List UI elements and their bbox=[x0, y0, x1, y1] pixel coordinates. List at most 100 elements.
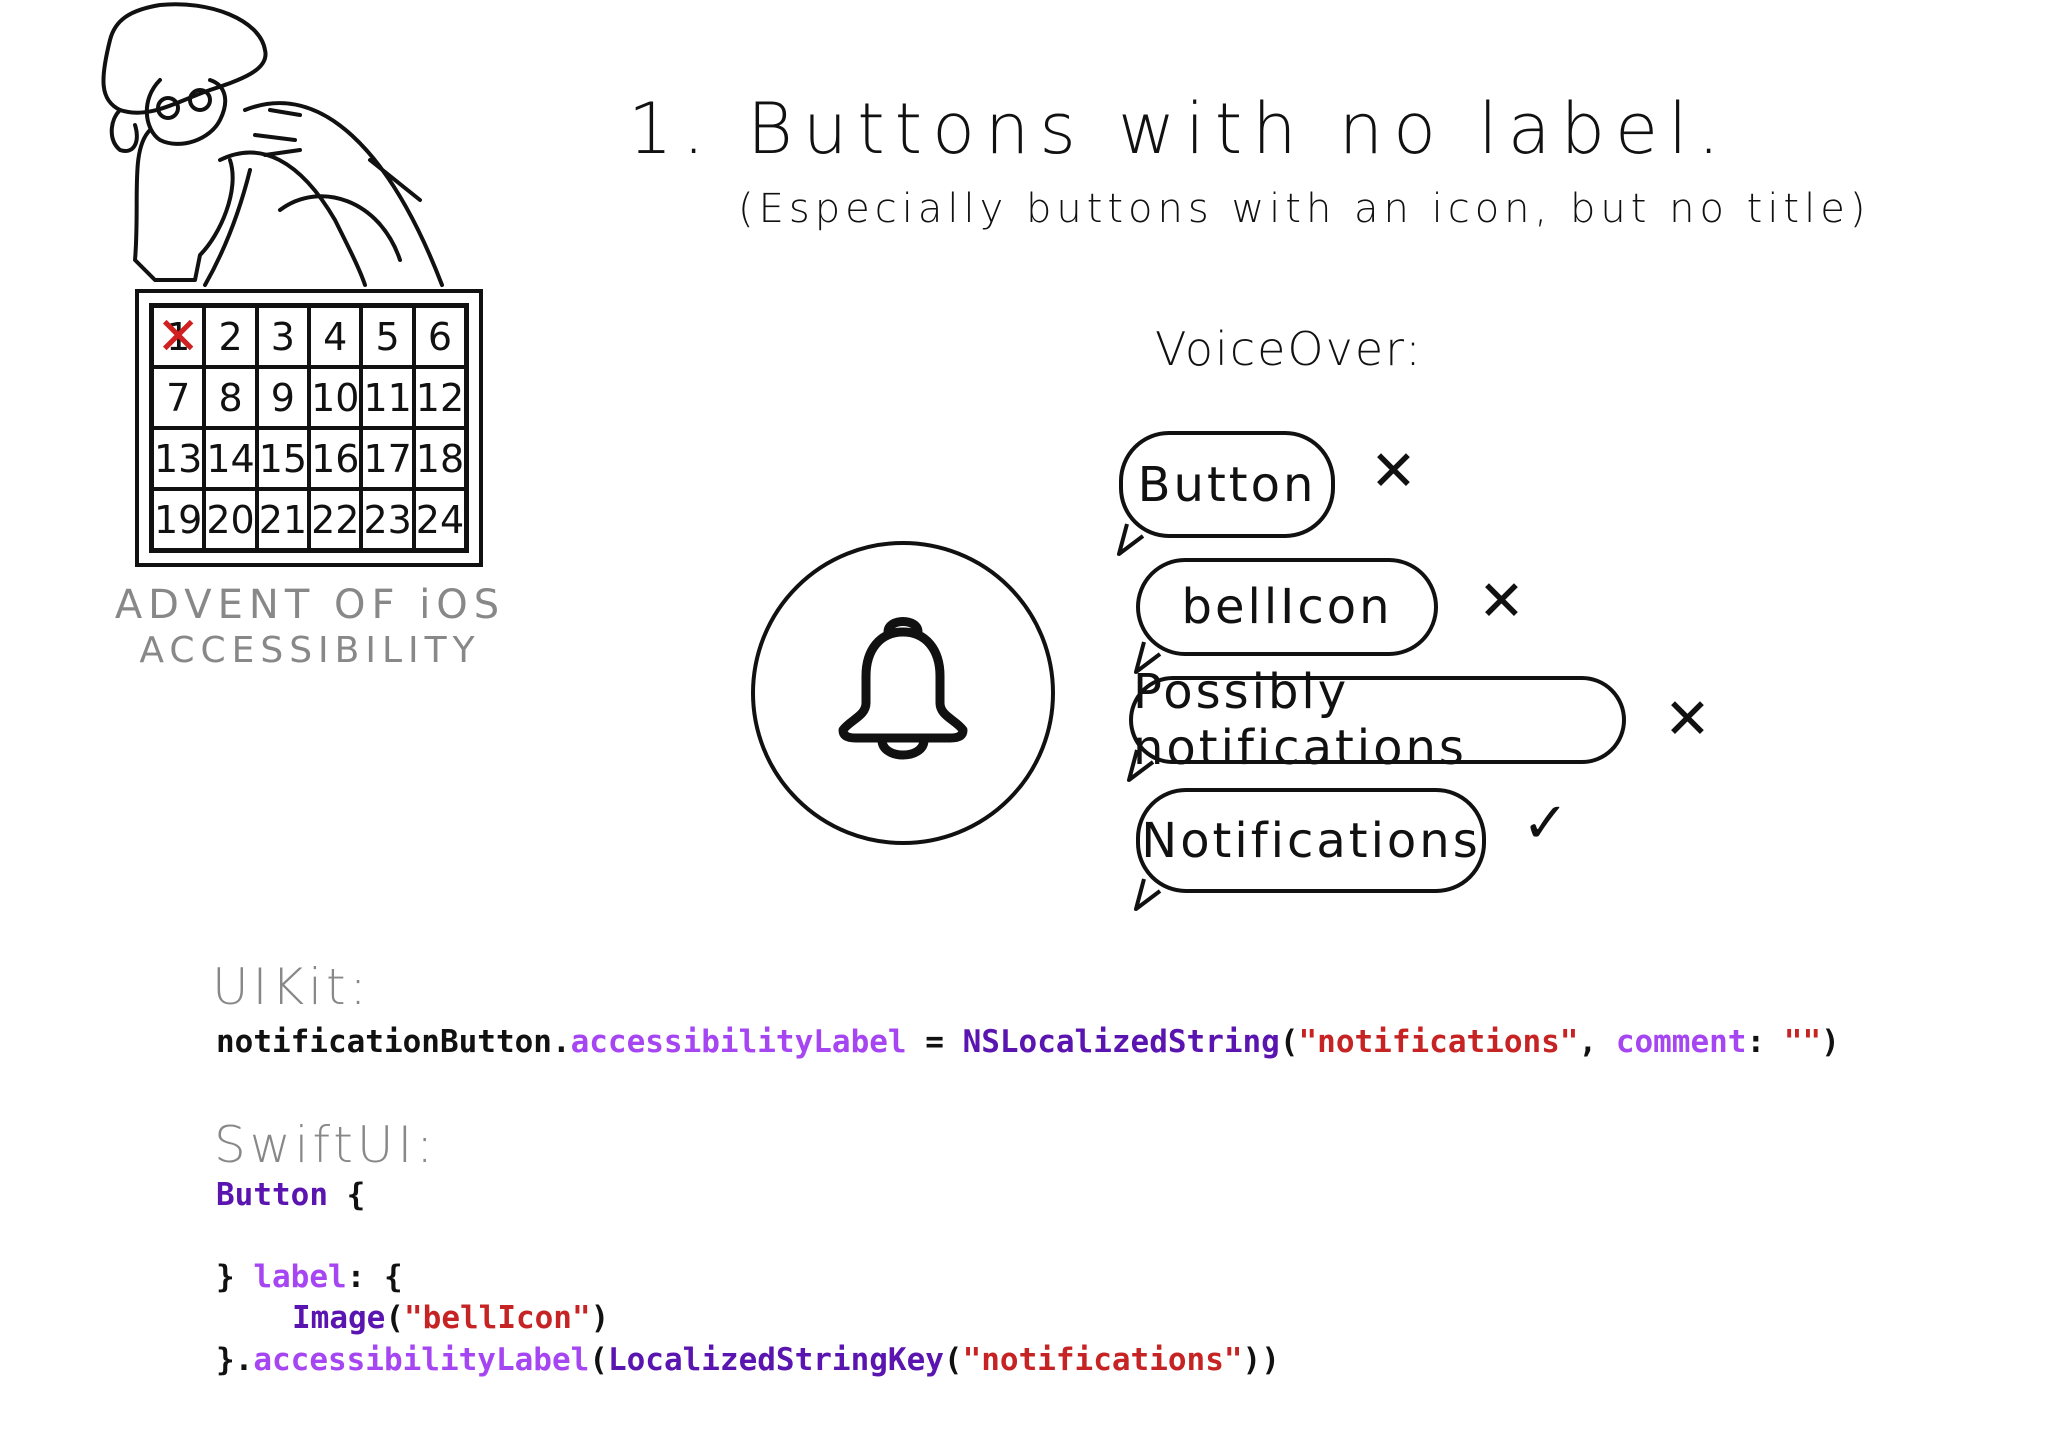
code-token: : bbox=[1746, 1024, 1784, 1060]
calendar-day-number: 22 bbox=[311, 497, 360, 542]
calendar-day: 11 bbox=[361, 367, 414, 428]
calendar-day-number: 19 bbox=[154, 497, 203, 542]
calendar-day-number: 8 bbox=[218, 375, 243, 420]
code-token: "notifications" bbox=[1298, 1024, 1579, 1060]
calendar-day-number: 18 bbox=[415, 436, 465, 481]
calendar-day-number: 12 bbox=[415, 375, 465, 420]
calendar-day: 12 bbox=[413, 367, 467, 428]
calendar-day: 24 bbox=[413, 489, 467, 550]
santa-illustration bbox=[101, 2, 444, 287]
calendar-day-number: 9 bbox=[270, 375, 295, 420]
calendar-day: 22 bbox=[309, 489, 362, 550]
speech-tail-icon bbox=[1127, 749, 1155, 782]
cross-mark-icon: ✕ bbox=[156, 306, 200, 367]
page-subtitle: (Especially buttons with an icon, but no… bbox=[738, 186, 1871, 232]
voiceover-label: Notifications bbox=[1141, 812, 1481, 869]
swiftui-heading: SwiftUI: bbox=[214, 1116, 438, 1174]
code-token: { bbox=[327, 1177, 366, 1213]
calendar-day: 8 bbox=[204, 367, 257, 428]
code-token: = bbox=[906, 1024, 963, 1060]
cross-icon: ✕ bbox=[1664, 687, 1711, 752]
code-token: "notifications" bbox=[962, 1342, 1243, 1378]
speech-tail-icon bbox=[1134, 641, 1162, 674]
calendar-day-number: 5 bbox=[375, 314, 400, 359]
calendar-day-number: 21 bbox=[258, 497, 308, 542]
swiftui-code-line-3: } label: { bbox=[216, 1259, 403, 1295]
calendar-day: 23 bbox=[361, 489, 414, 550]
code-token: Button bbox=[216, 1177, 328, 1213]
calendar-day-number: 6 bbox=[427, 314, 453, 359]
code-token: ) bbox=[1821, 1024, 1840, 1060]
calendar-day: 18 bbox=[413, 428, 467, 489]
code-token: )) bbox=[1242, 1342, 1280, 1378]
code-token: Image bbox=[292, 1300, 386, 1336]
calendar-day-number: 2 bbox=[218, 314, 243, 359]
calendar-day: 10 bbox=[309, 367, 362, 428]
code-token: notificationButton. bbox=[216, 1024, 571, 1060]
voiceover-heading: VoiceOver: bbox=[1155, 322, 1423, 376]
code-token: ( bbox=[385, 1300, 404, 1336]
voiceover-label: bellIcon bbox=[1181, 579, 1393, 635]
voiceover-bubble: Notifications bbox=[1136, 788, 1486, 893]
calendar-day-number: 11 bbox=[363, 375, 412, 420]
calendar-day: 7 bbox=[152, 367, 205, 428]
code-token: NSLocalizedString bbox=[962, 1024, 1280, 1060]
code-token: : { bbox=[346, 1259, 403, 1295]
swiftui-code-line-5: }.accessibilityLabel(LocalizedStringKey(… bbox=[216, 1342, 1280, 1378]
calendar-day: 2 bbox=[204, 306, 257, 367]
code-token: "bellIcon" bbox=[404, 1300, 591, 1336]
uikit-heading: UIKit: bbox=[212, 958, 371, 1016]
calendar-day: 6 bbox=[413, 306, 467, 367]
voiceover-label: Possibly notifications bbox=[1133, 664, 1467, 776]
bell-icon bbox=[838, 617, 968, 760]
calendar-day-number: 1 bbox=[166, 314, 191, 359]
branding-line-1: ADVENT OF iOS bbox=[114, 582, 506, 628]
calendar-day: 9 bbox=[256, 367, 310, 428]
code-token: label bbox=[253, 1259, 347, 1295]
voiceover-bubble: Button bbox=[1119, 431, 1335, 538]
swiftui-code-line-4: Image("bellIcon") bbox=[292, 1300, 609, 1336]
voiceover-bubble: Possibly notifications bbox=[1129, 664, 1626, 776]
calendar-day: 19 bbox=[152, 489, 205, 550]
calendar-day: 20 bbox=[204, 489, 257, 550]
code-token: comment bbox=[1615, 1024, 1747, 1060]
code-token: ( bbox=[1279, 1024, 1299, 1060]
calendar-day: 17 bbox=[361, 428, 414, 489]
code-token: }. bbox=[216, 1342, 254, 1378]
calendar-day-number: 10 bbox=[311, 375, 360, 420]
swiftui-code-line-1: Button { bbox=[216, 1177, 365, 1213]
voiceover-label: Button bbox=[1137, 456, 1317, 513]
cross-icon: ✕ bbox=[1478, 569, 1525, 634]
cross-icon: ✕ bbox=[1370, 439, 1417, 504]
page-title: 1. Buttons with no label. bbox=[628, 88, 1730, 170]
code-token: "" bbox=[1783, 1024, 1822, 1060]
calendar-day: 5 bbox=[361, 306, 414, 367]
calendar-day-number: 20 bbox=[206, 497, 255, 542]
code-token: ( bbox=[943, 1342, 963, 1378]
bell-button[interactable] bbox=[748, 538, 1058, 848]
voiceover-bubble: bellIcon bbox=[1136, 558, 1438, 656]
calendar-day-number: 23 bbox=[363, 497, 412, 542]
calendar-day-number: 3 bbox=[270, 314, 295, 359]
code-token: accessibilityLabel bbox=[570, 1024, 907, 1060]
code-token: , bbox=[1578, 1024, 1616, 1060]
calendar-day: 3 bbox=[256, 306, 310, 367]
calendar-day-number: 17 bbox=[363, 436, 412, 481]
calendar-day-number: 14 bbox=[206, 436, 255, 481]
speech-tail-icon bbox=[1117, 523, 1145, 556]
branding-line-2: ACCESSIBILITY bbox=[139, 630, 481, 671]
calendar-day-number: 24 bbox=[415, 497, 465, 542]
uikit-code-line: notificationButton.accessibilityLabel = … bbox=[216, 1024, 1840, 1060]
code-token: LocalizedStringKey bbox=[607, 1342, 944, 1378]
calendar-day: 1✕ bbox=[152, 306, 205, 367]
code-token: ( bbox=[589, 1342, 608, 1378]
calendar-day: 15 bbox=[256, 428, 310, 489]
calendar-day-number: 13 bbox=[154, 436, 203, 481]
code-token: } bbox=[216, 1259, 254, 1295]
code-token: accessibilityLabel bbox=[253, 1342, 590, 1378]
calendar-day-number: 16 bbox=[311, 436, 360, 481]
code-token: ) bbox=[590, 1300, 610, 1336]
speech-tail-icon bbox=[1134, 878, 1162, 911]
